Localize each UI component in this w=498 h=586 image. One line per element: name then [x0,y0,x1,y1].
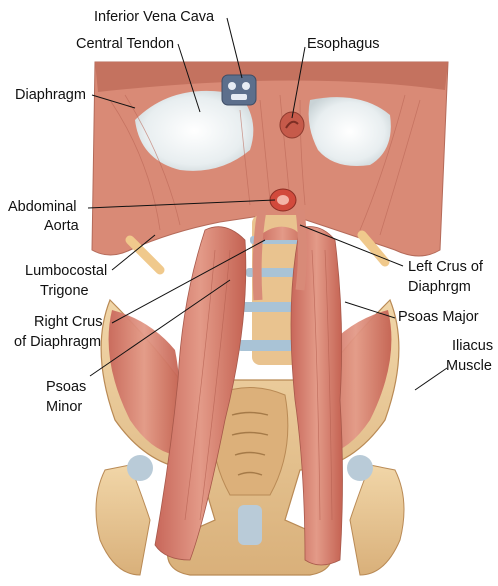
label-esophagus: Esophagus [307,35,380,53]
label-diaphragm: Diaphragm [15,86,86,104]
label-lumbocostal-line1: Lumbocostal [25,262,107,280]
label-psoas-minor-line1: Psoas [46,378,86,396]
label-left-crus-line1: Left Crus of [408,258,483,276]
label-psoas-minor-line2: Minor [46,398,82,416]
inferior-vena-cava-shape [222,75,256,105]
label-psoas-major: Psoas Major [398,308,479,326]
label-inferior-vena-cava: Inferior Vena Cava [94,8,214,26]
label-abdominal-aorta-line2: Aorta [44,217,79,235]
label-central-tendon: Central Tendon [76,35,174,53]
label-right-crus-line1: Right Crus [34,313,103,331]
label-left-crus-line2: Diaphrgm [408,278,471,296]
label-iliacus-line1: Iliacus [452,337,493,355]
label-right-crus-line2: of Diaphragm [14,333,101,351]
label-iliacus-line2: Muscle [446,357,492,375]
label-lumbocostal-line2: Trigone [40,282,89,300]
label-abdominal-aorta-line1: Abdominal [8,198,77,216]
